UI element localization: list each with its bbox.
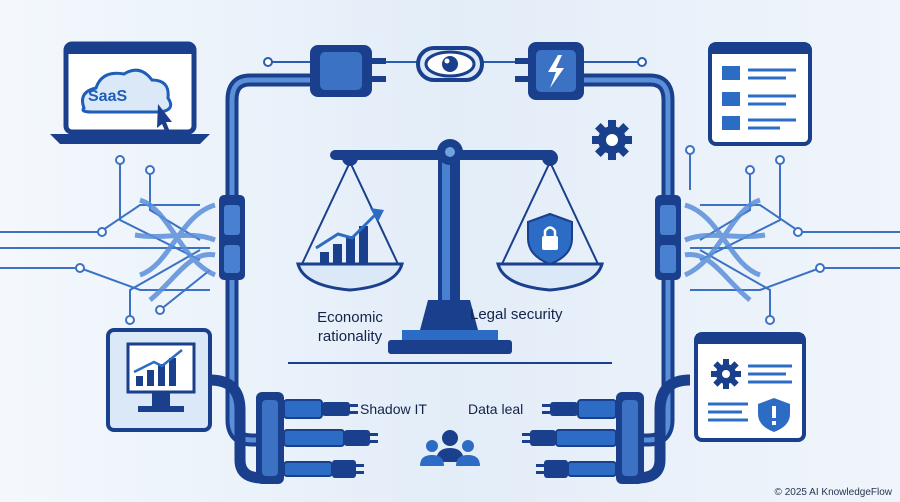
bottom-right-plug-icon xyxy=(522,392,644,484)
monitor-chart-icon xyxy=(106,328,212,432)
laptop-cloud-icon xyxy=(50,41,210,144)
left-cable-weave xyxy=(134,197,217,302)
right-connector-blocks xyxy=(655,195,681,280)
scale-icon xyxy=(296,139,604,354)
right-cable-weave xyxy=(683,197,766,302)
plug-icon xyxy=(310,45,386,97)
shield-lock-icon xyxy=(527,212,573,266)
saas-label: SaaS xyxy=(88,88,128,105)
eye-icon xyxy=(416,46,484,82)
bottom-left-plug-icon xyxy=(256,392,378,484)
top-wires xyxy=(263,57,647,67)
copyright-footer: © 2025 AI KnowledgeFlow xyxy=(774,487,892,498)
growth-chart-icon xyxy=(315,208,384,264)
economic-rationality-label: Economic rationality xyxy=(317,309,383,345)
bolt-plug-icon xyxy=(515,42,584,100)
people-group-icon xyxy=(420,430,480,466)
settings-shield-window-icon xyxy=(694,332,806,442)
legal-security-label: Legal security xyxy=(470,306,563,323)
left-connector-blocks xyxy=(219,195,245,280)
document-icon xyxy=(708,42,812,146)
gear-icon xyxy=(592,120,632,160)
shadow-it-label: Shadow IT xyxy=(360,401,427,417)
data-leak-label: Data leal xyxy=(468,401,524,417)
